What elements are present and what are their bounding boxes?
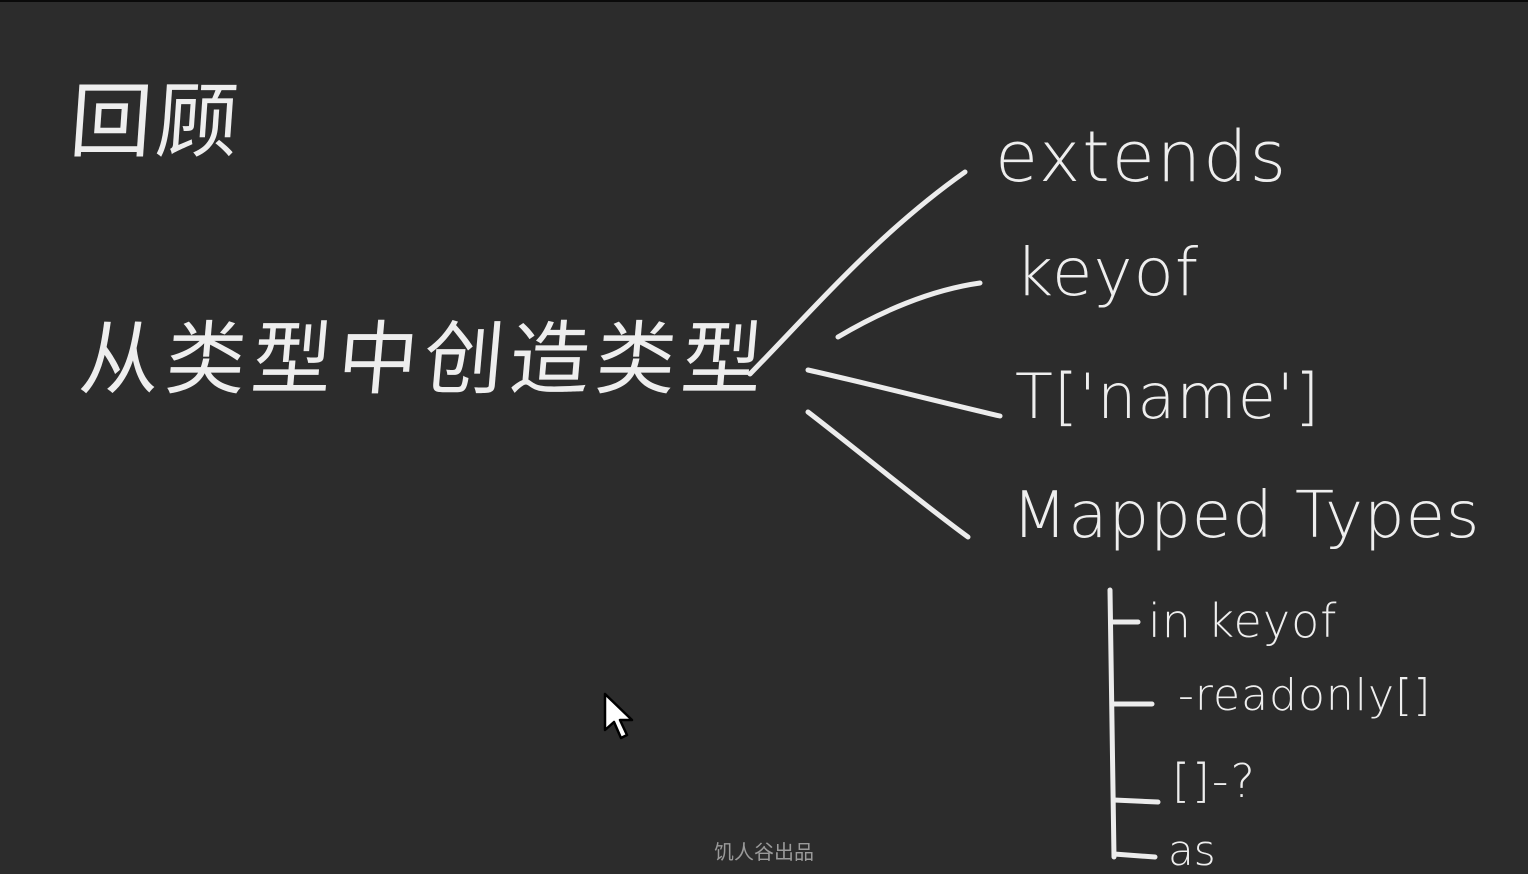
mapped-child-readonly: -readonly[] — [1178, 670, 1432, 721]
tree-trunk — [1107, 587, 1117, 860]
branch-mapped-types: Mapped Types — [1012, 479, 1481, 553]
branch-keyof: keyof — [1015, 234, 1200, 311]
tree-branch-as — [1111, 851, 1158, 860]
tree-branch-optional — [1111, 797, 1161, 805]
connector-extends — [747, 169, 968, 377]
mapped-child-optional: []-? — [1172, 754, 1257, 808]
connector-keyof — [835, 280, 983, 340]
footer-credit: 饥人谷出品 — [714, 840, 814, 864]
connector-tname — [805, 367, 1003, 419]
page-heading: 回顾 — [66, 75, 246, 170]
connector-mapped — [805, 409, 971, 540]
mapped-child-as: as — [1168, 826, 1216, 874]
branch-extends: extends — [995, 116, 1289, 198]
mouse-pointer-icon — [603, 692, 634, 740]
mapped-child-in-keyof: in keyof — [1148, 594, 1338, 648]
root-node: 从类型中创造类型 — [75, 313, 773, 406]
branch-indexed-access: T['name'] — [1015, 360, 1321, 433]
